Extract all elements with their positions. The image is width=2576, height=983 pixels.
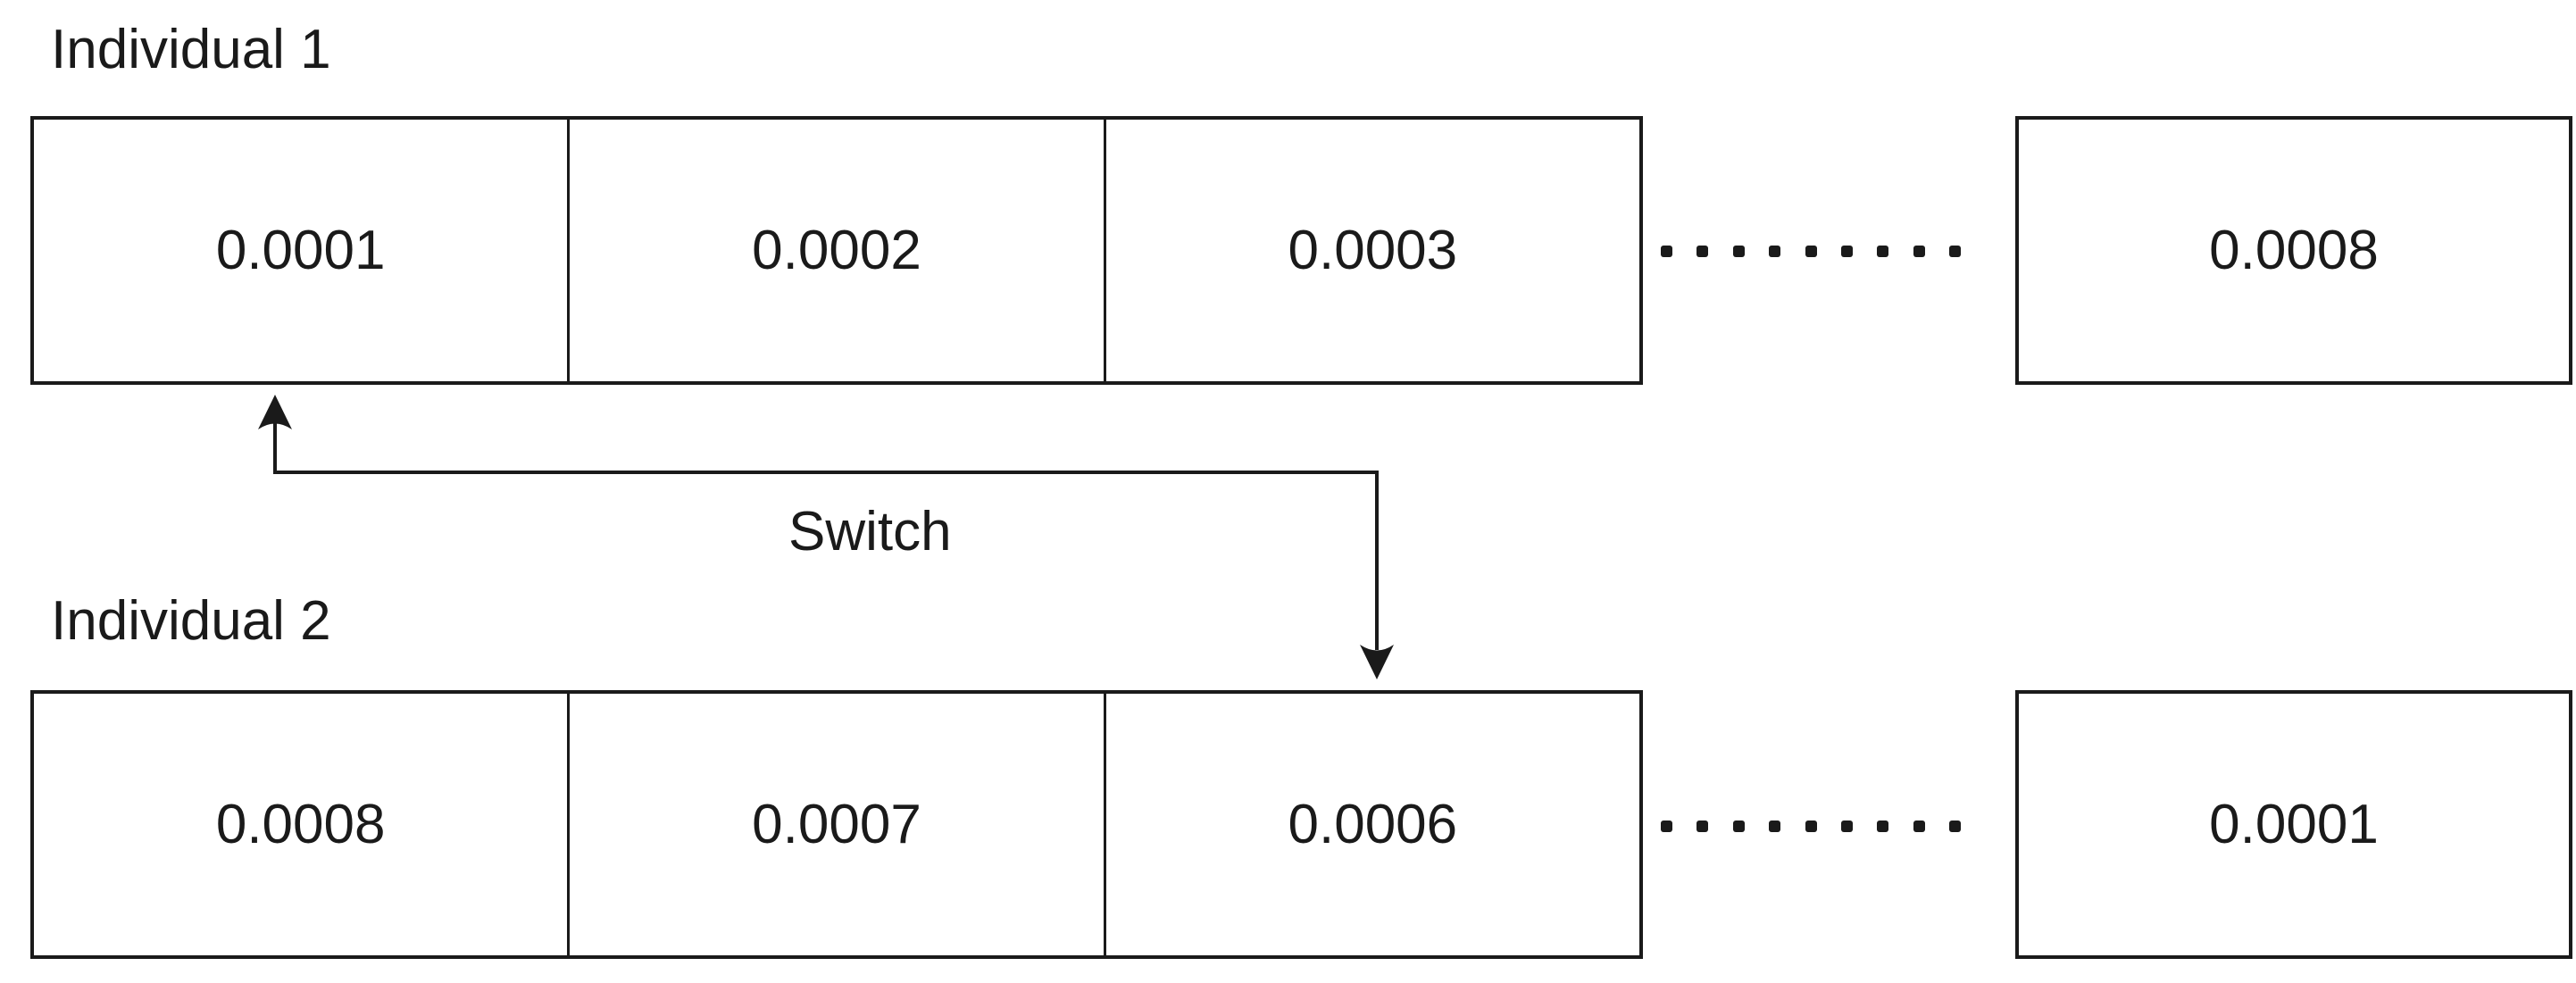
dot-icon xyxy=(1732,820,1745,832)
arrowhead-up-icon xyxy=(258,395,292,429)
dot-icon xyxy=(1661,820,1672,832)
dot-icon xyxy=(1661,245,1672,257)
dot-icon xyxy=(1732,245,1745,257)
dot-icon xyxy=(1769,245,1781,257)
dot-icon xyxy=(1913,820,1925,832)
dot-icon xyxy=(1805,820,1817,832)
dot-icon xyxy=(1913,245,1925,257)
dot-icon xyxy=(1769,820,1781,832)
gene-cell: 0.0001 xyxy=(2209,794,2379,855)
individual-1-chromosome: 0.0001 0.0002 0.0003 xyxy=(30,116,1643,385)
dot-icon xyxy=(1877,245,1889,257)
gene-cell: 0.0002 xyxy=(570,120,1106,381)
gene-cell: 0.0003 xyxy=(1288,220,1458,281)
ellipsis-dots xyxy=(1661,820,1961,832)
dot-icon xyxy=(1877,820,1889,832)
dot-icon xyxy=(1949,820,1961,832)
dot-icon xyxy=(1805,245,1817,257)
dot-icon xyxy=(1949,245,1961,257)
ellipsis-dots xyxy=(1661,245,1961,257)
dot-icon xyxy=(1840,245,1853,257)
dot-icon xyxy=(1840,820,1853,832)
individual-1-last-gene-box: 0.0008 xyxy=(2015,116,2572,385)
gene-cell: 0.0007 xyxy=(570,694,1106,955)
individual-1-label: Individual 1 xyxy=(51,19,331,80)
switch-arrow-label: Switch xyxy=(788,501,952,562)
gene-cell: 0.0008 xyxy=(34,694,571,955)
gene-cell: 0.0001 xyxy=(34,120,571,381)
individual-2-chromosome: 0.0008 0.0007 0.0006 xyxy=(30,690,1643,959)
gene-cell: 0.0006 xyxy=(1288,794,1458,855)
dot-icon xyxy=(1696,820,1709,832)
arrowhead-down-icon xyxy=(1360,645,1394,679)
gene-cell: 0.0008 xyxy=(2209,220,2379,281)
dot-icon xyxy=(1696,245,1709,257)
individual-2-label: Individual 2 xyxy=(51,590,331,652)
individual-2-last-gene-box: 0.0001 xyxy=(2015,690,2572,959)
